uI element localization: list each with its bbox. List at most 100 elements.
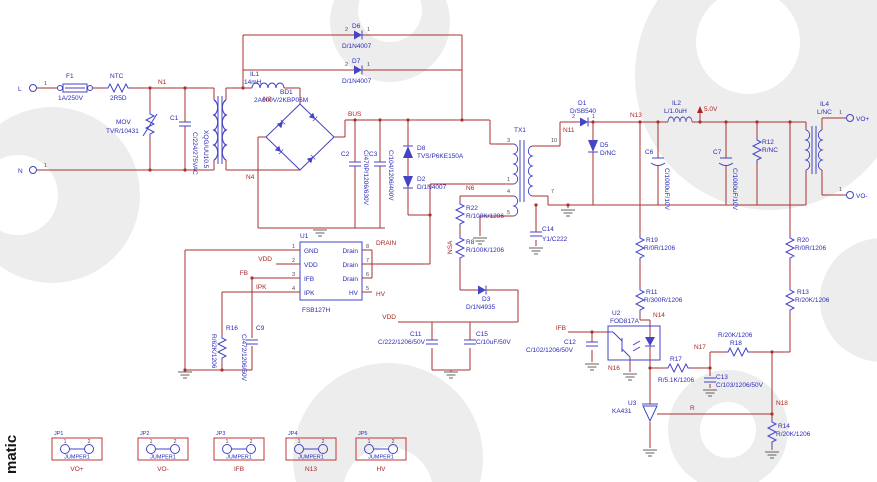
u1-pin-ipk: IPK [304,290,315,297]
watermark-circle [820,238,877,362]
jp1-pin2: 2 [87,439,90,445]
component-d1: D1 D/SB540 2 1 [570,100,596,127]
r20-value: R/0R/1206 [795,245,826,252]
d7-ref: D7 [352,58,361,65]
jp5-pin1: 1 [367,439,370,445]
ntc-ref: NTC [110,73,124,80]
component-tx1: TX1 3 1 4 5 10 7 [505,127,557,217]
mov-value: TVR/10431 [106,128,139,135]
r17-value: R/5.1K/1206 [658,377,695,384]
watermark-circle [0,107,140,283]
component-c12: C12 C/102/1206/50V [526,339,599,354]
u2-part: FOD817A [610,318,640,325]
il1-value: 14mH [244,79,262,86]
c14-ref: C14 [542,226,554,233]
c1-value: C/224/275VAC [191,132,198,175]
c2-ref: C2 [341,151,350,158]
terminal-l: L 1 [18,81,47,93]
component-u1: U1 FSB127H GND VDD IFB IPK Drain Drain D… [240,233,397,314]
jp1-value: JUMPER1 [64,455,90,461]
component-u3: U3 KA431 [612,400,658,423]
net-flag-drain: DRAIN [376,240,397,247]
il4-ref: IL4 [820,101,829,108]
jp3-pin2: 2 [249,439,252,445]
r8-ref: R8 [466,239,475,246]
wires [36,34,846,450]
d2-value: D/1N4007 [417,184,447,191]
d7-pin1: 1 [367,62,370,68]
component-r20: R20 R/0R/1206 [785,235,826,263]
jp3-ref: JP3 [216,431,225,437]
component-d7: D7 D/1N4007 2 1 [342,58,372,85]
d6-value: D/1N4007 [342,43,372,50]
jp3-pin1: 1 [225,439,228,445]
net-label-n17: N17 [694,344,706,351]
jp1-pin1: 1 [63,439,66,445]
jp2-net: VO- [157,466,169,473]
net-flag-fb: FB [240,270,248,277]
terminal-vo-plus-label: VO+ [856,116,869,123]
c3-value: C/104/1206/400V [387,150,394,201]
d1-pin1: 1 [592,114,595,120]
d3-value: D/1N4935 [466,304,496,311]
u1-pin-gnd: GND [304,248,319,255]
r14-value: R/20K/1206 [776,431,811,438]
component-cm-choke: XQG/UU10.5 N1 [158,79,227,169]
component-c9: C9 C/472/1206/50V [240,325,265,382]
component-c11: C11 C/222/1206/50V [378,331,439,346]
tx1-pin5: 5 [507,210,510,216]
r11-value: R/300R/1206 [644,297,683,304]
component-d8: D8 TVS/P6KE150A [403,145,464,160]
c15-ref: C15 [476,331,488,338]
c15-value: C/10uF/50V [476,339,511,346]
jp1-ref: JP1 [54,431,63,437]
jp3-value: JUMPER1 [226,455,252,461]
terminal-vo-minus-pin: 1 [839,187,842,193]
power-flag-5v: 5.0V [697,106,718,113]
jp5-value: JUMPER1 [368,455,394,461]
terminal-vo-plus: VO+ 1 [839,110,869,123]
component-c15: C15 C/10uF/50V [463,331,511,346]
d5-ref: D5 [600,142,609,149]
c3-ref: C3 [369,151,378,158]
u1-ref: U1 [300,233,309,240]
r16-value: R/62K/1206 [210,334,217,369]
watermark-circle-hole [0,155,58,235]
component-c14: C14 Y1/C222 [529,226,568,243]
component-bd1: BD1 2A600V/2KBP06M [254,89,335,171]
u1-num-3: 3 [292,272,295,278]
u1-num-8: 8 [366,244,369,250]
watermark-circle [635,0,877,210]
c14-value: Y1/C222 [542,236,568,243]
watermark-circle-hole [700,402,756,458]
r12-ref: R12 [762,139,774,146]
component-il1: IL1 14mH [244,71,285,89]
net-flag-vdd: VDD [258,256,272,263]
tx1-pin10: 10 [551,138,557,144]
component-c1: C1 C/224/275VAC [170,115,198,175]
terminal-vo-plus-pin: 1 [839,110,842,116]
terminal-vo-minus: VO- 1 [839,187,868,200]
jp5-net: HV [376,466,386,473]
jumper-jp5: JP5 1 2 JUMPER1 HV [355,431,407,473]
d6-ref: D6 [352,23,361,30]
u1-num-7: 7 [366,258,369,264]
d7-value: D/1N4007 [342,78,372,85]
u1-num-1: 1 [292,244,295,250]
net-label-n6: N6 [466,185,475,192]
component-c13: C13 C/103/1206/50V [703,374,764,389]
net-label-n18: N18 [776,400,788,407]
d1-value: D/SB540 [570,108,596,115]
r13-value: R/20K/1206 [795,297,830,304]
net-label-n1: N1 [158,79,167,86]
r13-ref: R13 [797,289,809,296]
u1-part: FSB127H [302,307,330,314]
junction-dots [148,86,792,416]
d6-pin2: 2 [345,27,348,33]
c12-ref: C12 [564,339,576,346]
il2-value: L/1.0uH [664,108,687,115]
component-r18: R18 R/20K/1206 [718,332,753,357]
r14-ref: R14 [778,423,790,430]
net-label-n16: N16 [608,365,620,372]
net-label-n3: N3 [263,96,272,103]
